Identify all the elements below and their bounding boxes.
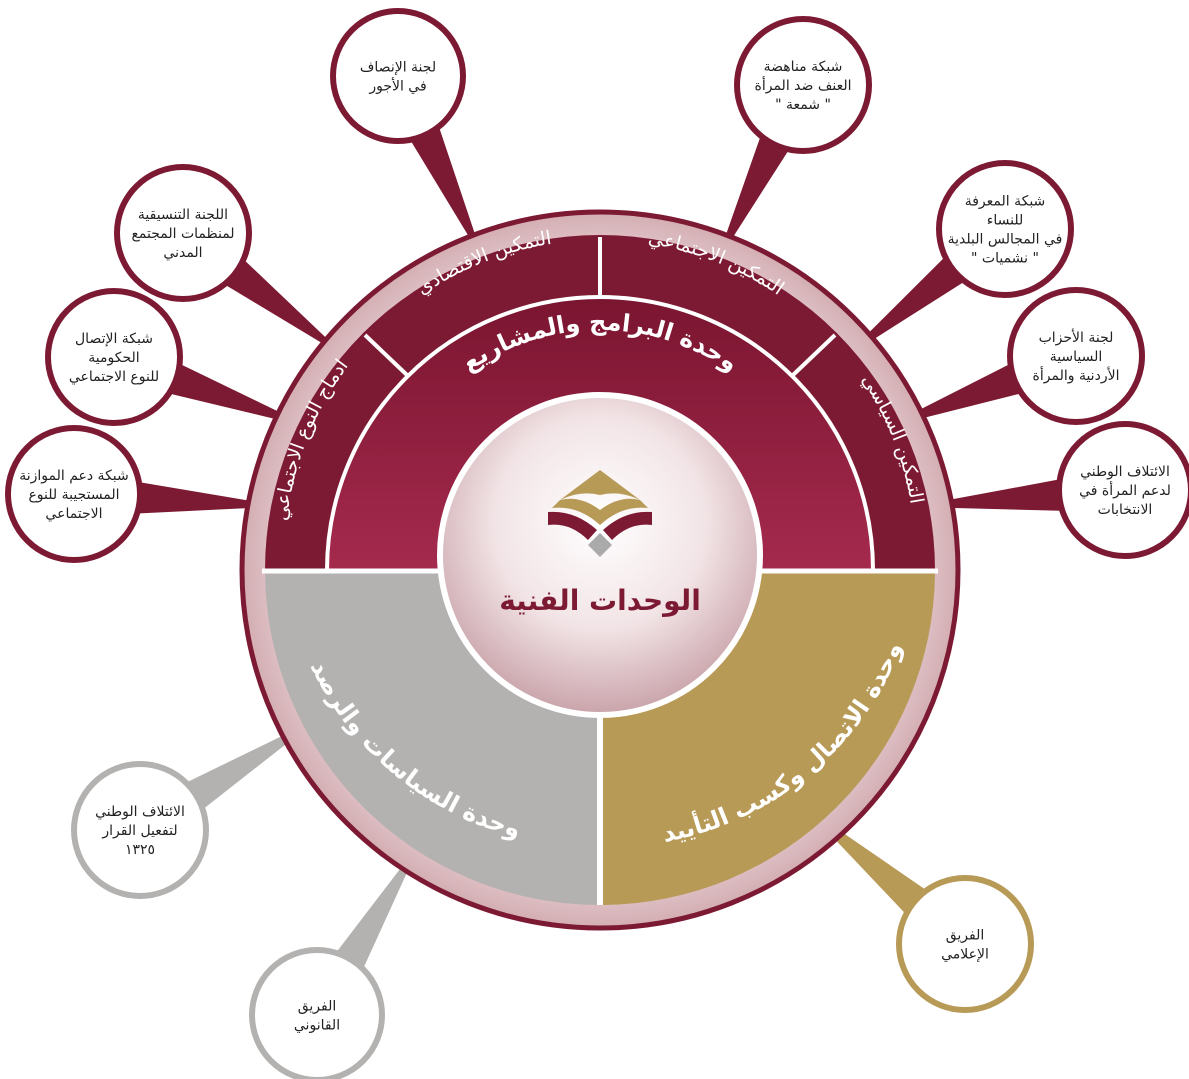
satellite-text-line: في المجالس البلدية — [948, 232, 1063, 248]
center-title: الوحدات الفنية — [499, 584, 701, 617]
satellite-text-line: المستجيبة للنوع — [28, 487, 119, 503]
satellite-text-line: " نشميات " — [971, 251, 1039, 267]
satellite-circle — [45, 288, 183, 426]
band-divider — [325, 295, 875, 571]
satellite-circle — [5, 425, 143, 563]
satellite-text-line: " شمعة " — [775, 97, 831, 113]
satellite-text-line: شبكة المعرفة — [965, 194, 1046, 210]
satellite-text-line: السياسية — [1050, 349, 1103, 365]
satellite-text-line: الانتخابات — [1098, 502, 1153, 518]
satellite-text-line: للنساء — [987, 213, 1023, 229]
connector-pay-equity — [409, 124, 478, 244]
satellite-text-line: للنوع الاجتماعي — [69, 369, 159, 385]
satellite-gov-comm: شبكة الإتصال الحكومية للنوع الاجتماعي — [45, 288, 183, 426]
connector-shamaa — [722, 133, 791, 247]
satellite-circle — [71, 761, 209, 899]
satellite-text-line: الفريق — [298, 999, 337, 1015]
satellite-text-line: الائتلاف الوطني — [95, 804, 185, 820]
satellite-knowledge: شبكة المعرفة للنساء في المجالس البلدية " نش… — [936, 160, 1074, 298]
satellite-text-line: ١٣٢٥ — [125, 842, 155, 858]
satellite-text-line: القانوني — [294, 1018, 340, 1034]
satellite-text-line: لتفعيل القرار — [101, 823, 177, 839]
segment-dividers — [363, 237, 837, 377]
connector-elections — [934, 478, 1065, 511]
connector-coordination — [222, 257, 332, 347]
satellite-text-line: لجنة الإنصاف — [360, 60, 436, 76]
connector-gov-comm — [166, 362, 291, 423]
satellite-text-line: شبكة مناهضة — [764, 59, 843, 75]
satellite-text-line: شبكة دعم الموازنة — [19, 468, 129, 484]
connector-media — [818, 818, 929, 916]
satellite-circle — [330, 8, 466, 144]
satellite-circle — [1007, 287, 1145, 425]
satellite-media: الفريق الإعلامي — [896, 875, 1034, 1013]
satellite-text-line: الائتلاف الوطني — [1080, 464, 1170, 480]
logo-icon — [548, 470, 652, 557]
connector-stems — [134, 124, 1065, 971]
satellite-circle — [1056, 421, 1189, 559]
satellite-text-line: الحكومية — [88, 350, 139, 366]
satellite-text-line: الأردنية والمرأة — [1033, 366, 1120, 384]
connector-legal — [334, 858, 413, 971]
satellite-text-line: شبكة الإتصال — [75, 331, 153, 347]
satellite-text-line: المدني — [163, 245, 202, 261]
satellite-circle — [114, 164, 252, 302]
satellite-resolution: الائتلاف الوطني لتفعيل القرار ١٣٢٥ — [71, 761, 209, 899]
connector-knowledge — [858, 255, 967, 347]
satellite-circle — [249, 947, 385, 1079]
connector-parties — [904, 362, 1024, 423]
satellite-text-line: الاجتماعي — [45, 506, 102, 522]
satellite-text-line: الإعلامي — [941, 947, 989, 963]
satellite-text-line: لجنة الأحزاب — [1039, 328, 1114, 346]
connector-budget — [134, 481, 261, 514]
satellite-legal: الفريق القانوني — [249, 947, 385, 1079]
satellite-circle — [896, 875, 1034, 1013]
satellite-circle — [734, 16, 872, 154]
satellite-text-line: الفريق — [946, 928, 985, 944]
satellite-text-line: العنف ضد المرأة — [755, 76, 852, 94]
satellite-budget: شبكة دعم الموازنة المستجيبة للنوع الاجتماع… — [5, 425, 143, 563]
satellite-text-line: لدعم المرأة في — [1079, 481, 1171, 499]
satellite-coordination: اللجنة التنسيقية لمنظمات المجتمع المدني — [114, 164, 252, 302]
satellite-text-line: في الأجور — [368, 77, 426, 95]
satellite-text-line: اللجنة التنسيقية — [138, 207, 228, 223]
satellite-circle — [936, 160, 1074, 298]
satellite-text-line: لمنظمات المجتمع — [131, 226, 234, 242]
connector-resolution — [184, 727, 302, 811]
